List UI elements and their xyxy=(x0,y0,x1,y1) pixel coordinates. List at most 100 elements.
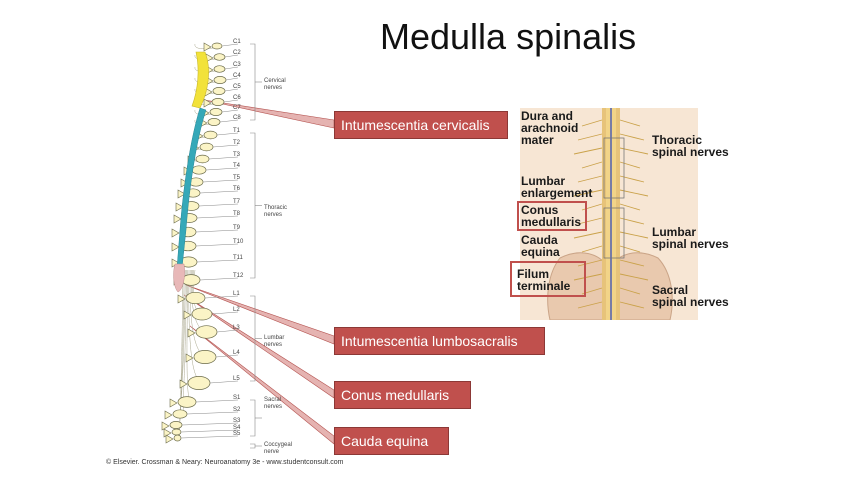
vertebra-c1 xyxy=(211,42,223,50)
vertebra-s3 xyxy=(169,421,183,429)
vertebra-s4 xyxy=(171,428,182,436)
vertebra-c6 xyxy=(211,98,225,106)
group-label-coccygeal-1: nerve xyxy=(264,449,280,455)
vertebra-label-t12: T12 xyxy=(233,273,244,279)
label-leader xyxy=(216,132,239,136)
vertebra-label-s3: S3 xyxy=(233,418,241,424)
vertebra-label-s4: S4 xyxy=(233,425,241,431)
label-leader xyxy=(195,399,239,403)
group-label-sacral-1: nerves xyxy=(264,404,282,410)
vertebra-label-l5: L5 xyxy=(233,376,240,382)
spinous-process-s2 xyxy=(164,410,173,420)
vertebra-l5 xyxy=(187,376,211,390)
label-leader xyxy=(223,99,239,103)
vertebra-l4 xyxy=(193,350,217,364)
vertebra-s1 xyxy=(177,396,197,408)
group-label-sacral-0: Sacral xyxy=(264,397,281,403)
vertebra-label-t6: T6 xyxy=(233,186,241,192)
vertebra-l2 xyxy=(191,307,213,321)
bracket-sacral xyxy=(250,399,256,437)
spinous-process-t7 xyxy=(175,202,184,212)
label-leader xyxy=(195,229,239,233)
label-leader xyxy=(181,422,239,426)
vertebra-label-l4: L4 xyxy=(233,350,240,356)
vertebra-label-c2: C2 xyxy=(233,50,241,56)
vertebra-label-s2: S2 xyxy=(233,407,241,413)
vertebra-label-l1: L1 xyxy=(233,291,240,297)
vertebra-label-c3: C3 xyxy=(233,62,241,68)
label-leader xyxy=(196,215,239,219)
label-leader xyxy=(221,43,239,47)
vertebra-c5 xyxy=(212,87,226,95)
label-leader xyxy=(186,411,239,415)
callout-connector-lines xyxy=(183,99,335,445)
image-credit: © Elsevier. Crossman & Neary: Neuroanato… xyxy=(106,459,344,466)
label-leader xyxy=(198,203,239,207)
connector-3 xyxy=(189,325,335,445)
vertebra-label-t5: T5 xyxy=(233,175,241,181)
label-leader xyxy=(224,54,239,58)
spinous-process-t6 xyxy=(177,189,186,199)
spinous-process-s5 xyxy=(165,434,174,444)
label-leader xyxy=(208,156,239,160)
vertebra-label-s5: S5 xyxy=(233,431,241,437)
vertebra-label-l2: L2 xyxy=(233,307,240,313)
dissection-photo xyxy=(520,108,698,320)
label-leader xyxy=(224,66,239,70)
spinous-process-l5 xyxy=(179,379,188,389)
spinous-process-t8 xyxy=(173,214,182,224)
vertebra-l1 xyxy=(185,291,206,305)
label-leader xyxy=(215,354,239,358)
label-leader xyxy=(219,119,239,123)
vertebra-label-c8: C8 xyxy=(233,115,241,121)
spinous-process-l3 xyxy=(187,328,196,338)
label-leader xyxy=(180,429,239,433)
vertebra-c8 xyxy=(207,118,221,126)
vertebra-c7 xyxy=(209,108,223,116)
vertebra-label-t4: T4 xyxy=(233,163,241,169)
vertebra-label-t10: T10 xyxy=(233,239,244,245)
group-label-cervical-1: nerves xyxy=(264,85,282,91)
group-label-thoracic-0: Thoracic xyxy=(264,205,287,211)
vertebra-s2 xyxy=(172,409,188,419)
vertebra-s5 xyxy=(173,434,182,442)
vertebra-label-t7: T7 xyxy=(233,199,241,205)
vertebra-t2 xyxy=(199,142,214,152)
vertebra-label-l3: L3 xyxy=(233,325,240,331)
vertebra-label-t11: T11 xyxy=(233,255,244,261)
vertebra-label-c7: C7 xyxy=(233,105,241,111)
vertebra-label-t2: T2 xyxy=(233,140,241,146)
photo-highlight-conus xyxy=(517,201,587,231)
spinous-process-s1 xyxy=(169,398,178,408)
vertebra-labels: C1C2C3C4C5C6C7C8T1T2T3T4T5T6T7T8T9T10T11… xyxy=(180,39,244,439)
label-leader xyxy=(225,77,239,81)
spinous-process-l1 xyxy=(177,294,186,304)
label-leader xyxy=(224,88,239,92)
label-leader xyxy=(202,179,239,183)
label-leader xyxy=(180,435,239,439)
label-leader xyxy=(205,167,239,171)
spinous-process-c1 xyxy=(203,42,212,52)
label-leader xyxy=(204,295,239,299)
connector-0 xyxy=(203,99,335,129)
nerve-group-brackets xyxy=(250,43,262,449)
group-label-lumbar-0: Lumbar xyxy=(264,335,284,341)
vertebra-label-t1: T1 xyxy=(233,128,241,134)
vertebra-c4 xyxy=(213,76,227,84)
bracket-thoracic xyxy=(250,132,256,279)
label-leader xyxy=(209,380,239,384)
vertebra-label-c5: C5 xyxy=(233,84,241,90)
label-leader xyxy=(211,311,239,315)
bracket-coccygeal xyxy=(250,443,256,449)
vertebra-t3 xyxy=(195,154,210,164)
lumbosacral-enlargement xyxy=(173,263,185,293)
cervical-enlargement xyxy=(191,51,209,109)
label-leader xyxy=(216,329,239,333)
dissection-illustration xyxy=(520,108,698,320)
